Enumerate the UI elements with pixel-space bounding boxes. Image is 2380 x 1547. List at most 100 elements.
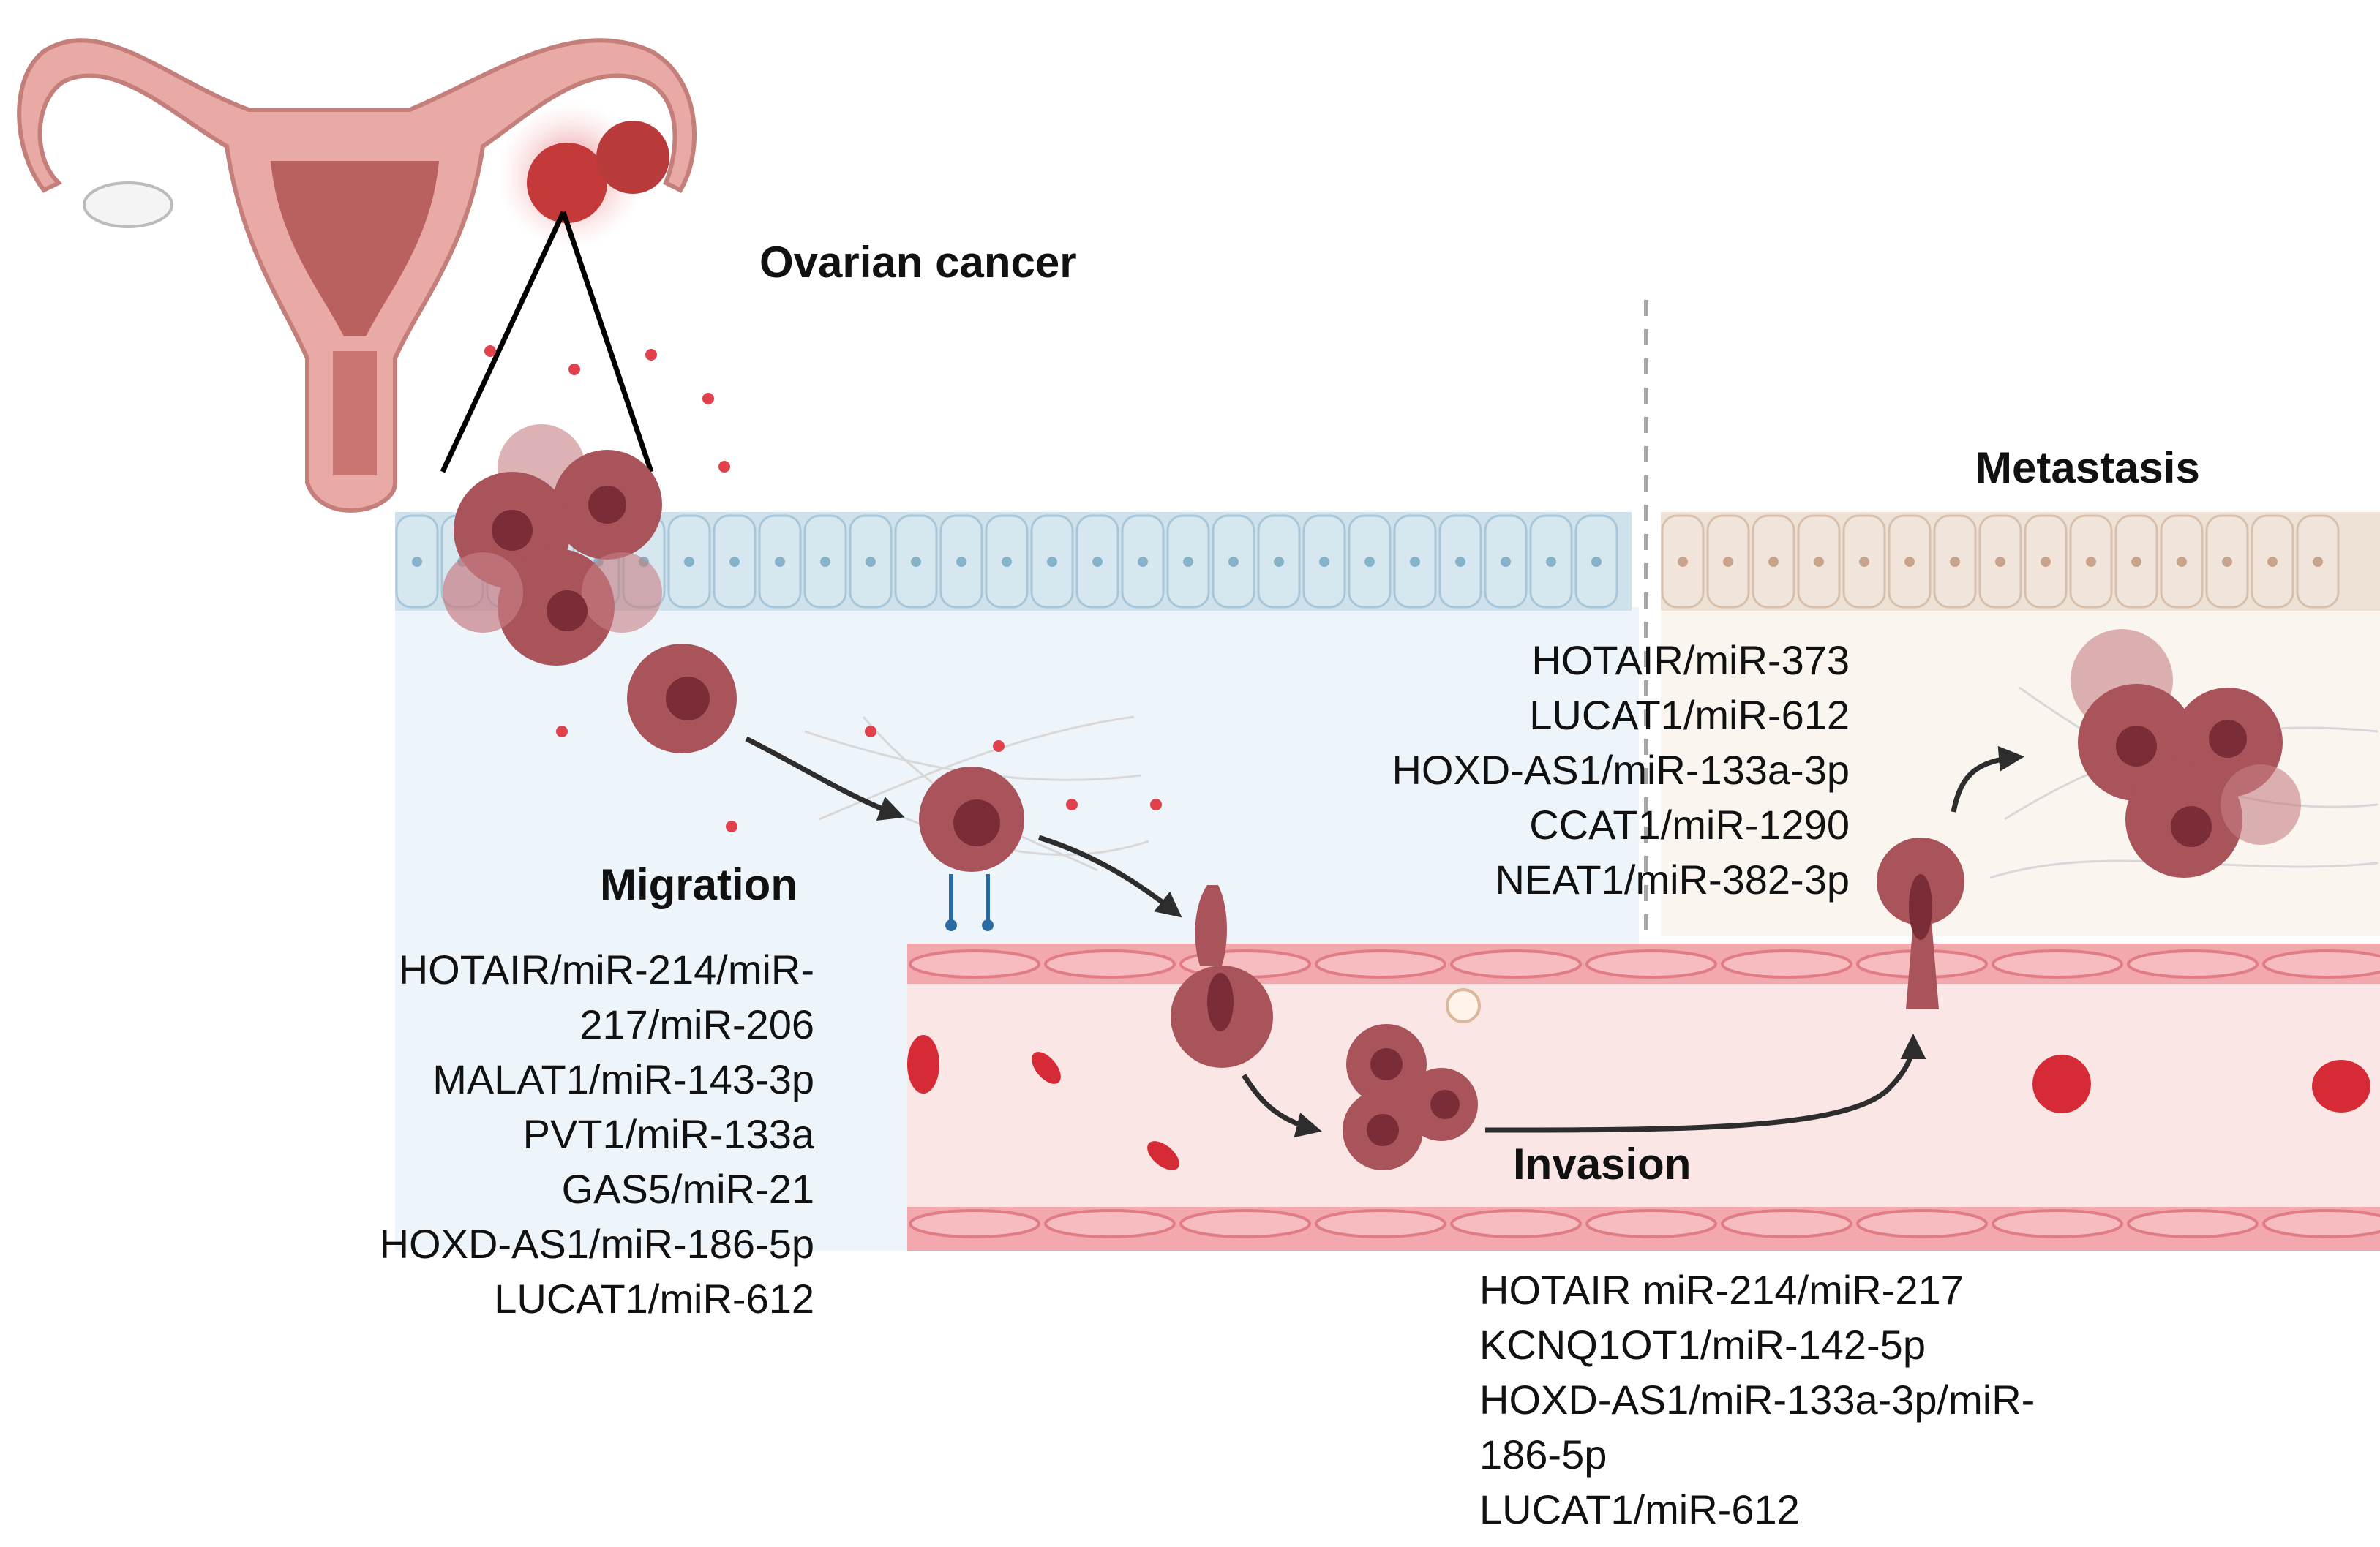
heading-metastasis: Metastasis: [1975, 443, 2200, 492]
zoom-line-right: [560, 211, 654, 473]
migration-lncrna-item: GAS5/miR-21: [561, 1166, 814, 1212]
blood-vessel: [907, 944, 2380, 1251]
endothelial-cell: [2262, 1209, 2380, 1238]
cell-nucleus: [2131, 557, 2141, 567]
metastasis-lncrna-item: NEAT1/miR-382-3p: [1495, 857, 1850, 903]
cell-nucleus: [2313, 557, 2323, 567]
cell-nucleus: [729, 557, 740, 567]
interstitial-zone: [395, 607, 1639, 944]
cell-nucleus: [2222, 557, 2232, 567]
endothelial-cell: [1721, 1209, 1852, 1238]
zoom-line-left: [440, 211, 566, 473]
endothelial-cell: [1044, 1209, 1176, 1238]
metastasis-lncrna-item: HOTAIR/miR-373: [1531, 637, 1850, 683]
cell-nucleus: [1546, 557, 1556, 567]
metastasis-lncrna-item: LUCAT1/miR-612: [1529, 692, 1850, 738]
endothelial-cell: [2127, 949, 2259, 979]
migration-lncrna-item: HOTAIR/miR-214/miR-: [398, 946, 814, 993]
endothelial-cell: [1585, 1209, 1717, 1238]
endothelial-cell: [2262, 949, 2380, 979]
invasion-lncrna-item: 186-5p: [1479, 1431, 1607, 1478]
cell-nucleus: [1678, 557, 1688, 567]
cell-nucleus: [1723, 557, 1733, 567]
ecm-cell: [919, 767, 1024, 931]
cell-nucleus: [2086, 557, 2096, 567]
invasion-lncrna-item: HOTAIR miR-214/miR-217: [1479, 1267, 1964, 1313]
cell-nucleus: [1859, 557, 1869, 567]
endothelial-cell: [1450, 949, 1582, 979]
cell-nucleus: [1228, 557, 1239, 567]
endothelial-cell: [1315, 949, 1446, 979]
metastatic-cluster: [2071, 629, 2301, 878]
endothelial-cell: [1315, 1209, 1446, 1238]
metastasis-lncrna-item: HOXD-AS1/miR-133a-3p: [1392, 747, 1850, 793]
cell-nucleus: [1455, 557, 1465, 567]
extravasating-cell: [1877, 838, 1964, 1009]
platelet: [1446, 988, 1481, 1023]
invasion-lncrna-item: KCNQ1OT1/miR-142-5p: [1479, 1322, 1926, 1368]
endothelial-cell: [1044, 949, 1176, 979]
primary-tumor-cluster: [443, 424, 662, 666]
cell-nucleus: [1274, 557, 1284, 567]
endothelial-cell: [1856, 1209, 1988, 1238]
intravasating-cell: [1171, 885, 1273, 1068]
migrating-cell: [627, 644, 737, 753]
cell-nucleus: [1410, 557, 1420, 567]
interstitial-zone-lower: [395, 944, 907, 1251]
circulating-cluster: [1343, 1024, 1478, 1170]
tan-epithelium: [1661, 512, 2380, 611]
cell-nucleus: [1183, 557, 1193, 567]
migration-lncrna-item: PVT1/miR-133a: [522, 1111, 814, 1157]
cell-nucleus: [1319, 557, 1329, 567]
invasion-lncrna-item: HOXD-AS1/miR-133a-3p/miR-: [1479, 1377, 2035, 1423]
cell-nucleus: [412, 557, 422, 567]
endothelial-cell: [1179, 1209, 1311, 1238]
migration-lncrna-item: 217/miR-206: [579, 1001, 814, 1047]
endothelial-cell: [1992, 949, 2123, 979]
cell-nucleus: [1591, 557, 1602, 567]
metastasis-lncrna-item: CCAT1/miR-1290: [1529, 802, 1850, 848]
endothelial-cell: [1585, 949, 1717, 979]
cell-nucleus: [684, 557, 694, 567]
cell-nucleus: [2041, 557, 2051, 567]
progression-arrows: [745, 736, 2024, 1138]
cell-nucleus: [1047, 557, 1057, 567]
heading-ovarian-cancer: Ovarian cancer: [759, 238, 1077, 287]
invasion-lncrna-item: LUCAT1/miR-612: [1479, 1486, 1800, 1532]
heading-migration: Migration: [600, 860, 797, 909]
cell-nucleus: [956, 557, 966, 567]
cell-nucleus: [2177, 557, 2187, 567]
endothelial-cell: [2127, 1209, 2259, 1238]
migration-lncrna-item: LUCAT1/miR-612: [494, 1276, 814, 1322]
cell-nucleus: [1501, 557, 1511, 567]
migration-lncrna-item: MALAT1/miR-143-3p: [432, 1056, 814, 1102]
endothelial-cell: [909, 1209, 1040, 1238]
cell-nucleus: [2267, 557, 2278, 567]
cell-nucleus: [775, 557, 785, 567]
endothelial-cell: [909, 949, 1040, 979]
uterus-illustration: [17, 38, 697, 513]
endothelial-cell: [1992, 1209, 2123, 1238]
cell-nucleus: [1092, 557, 1103, 567]
cell-nucleus: [1138, 557, 1148, 567]
cell-nucleus: [911, 557, 921, 567]
cell-nucleus: [1768, 557, 1779, 567]
migration-lncrna-item: HOXD-AS1/miR-186-5p: [379, 1221, 814, 1267]
cell-nucleus: [1950, 557, 1960, 567]
exosome-dots: [484, 345, 1162, 832]
endothelial-cell: [1450, 1209, 1582, 1238]
cell-nucleus: [1995, 557, 2005, 567]
red-blood-cells: [907, 1035, 2370, 1170]
cell-nucleus: [1814, 557, 1824, 567]
cell-nucleus: [1904, 557, 1915, 567]
cell-nucleus: [1002, 557, 1012, 567]
cell-nucleus: [820, 557, 830, 567]
heading-invasion: Invasion: [1513, 1140, 1692, 1189]
endothelial-cell: [1721, 949, 1852, 979]
cell-nucleus: [1364, 557, 1375, 567]
cell-nucleus: [866, 557, 876, 567]
